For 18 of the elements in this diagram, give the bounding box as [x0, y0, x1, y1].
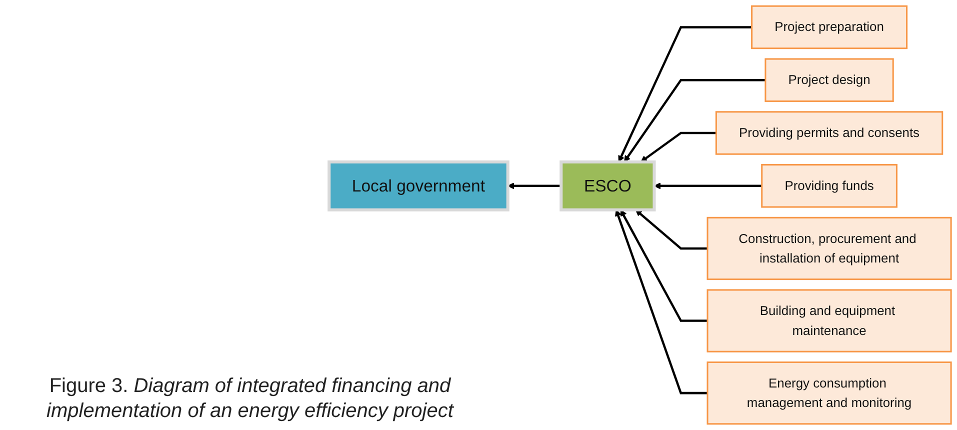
node-box: ESCO — [559, 160, 656, 212]
node-box: Project preparation — [750, 5, 908, 50]
arrow — [654, 182, 762, 190]
arrow — [635, 210, 708, 250]
node-box: Building and equipment maintenance — [706, 289, 952, 352]
arrow — [624, 78, 766, 162]
figure-caption: Figure 3. Diagram of integrated financing and implementation of an energy efficiency project — [46, 374, 455, 424]
arrow — [620, 210, 708, 322]
node-box: Providing permits and consents — [715, 111, 943, 155]
arrow — [507, 182, 561, 190]
arrow — [618, 26, 752, 162]
node-box: Providing funds — [760, 164, 898, 208]
arrow — [614, 210, 708, 394]
arrow — [640, 132, 716, 162]
node-box: Project design — [764, 58, 894, 102]
node-box: Energy consumption management and monitoring — [706, 362, 952, 425]
node-box: Local government — [327, 160, 510, 212]
node-box: Construction, procurement and installation of equipment — [706, 216, 952, 280]
